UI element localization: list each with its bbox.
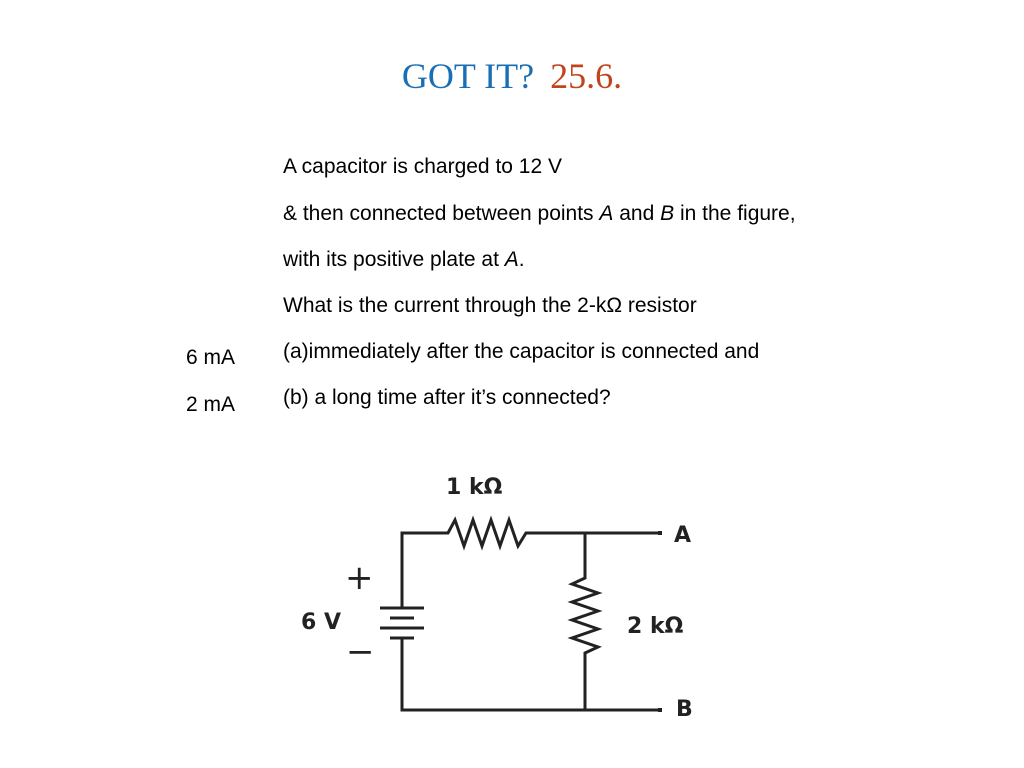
circuit-wires <box>400 515 660 712</box>
r1-label: 1 kΩ <box>446 475 503 500</box>
resistor-2k-icon <box>567 533 603 710</box>
question-text: . <box>518 248 525 271</box>
title-number: 25.6. <box>550 56 623 96</box>
point-a-label: A <box>504 248 519 271</box>
slide-title: GOT IT? 25.6. <box>0 52 1024 100</box>
question-part-a: (a)immediately after the capacitor is co… <box>283 340 760 363</box>
question-line-1: A capacitor is charged to 12 V <box>283 155 562 178</box>
battery-icon <box>380 606 424 640</box>
question-line-2: & then connected between points A and B … <box>283 200 796 228</box>
question-text: in the figure, <box>674 202 796 225</box>
battery-label: 6 V <box>301 610 341 635</box>
bottom-wire <box>400 638 660 712</box>
plus-sign: + <box>345 558 374 598</box>
terminal-markers <box>658 531 662 712</box>
terminal-b-end <box>658 708 662 712</box>
r2-label: 2 kΩ <box>627 614 684 639</box>
answer-a: 6 mA <box>186 346 236 369</box>
circuit-diagram: 1 kΩ 2 kΩ 6 V + − A B <box>301 475 693 722</box>
terminal-a-label: A <box>674 523 691 548</box>
point-b-label: B <box>660 202 675 225</box>
resistor-1k-icon <box>400 515 660 590</box>
question-part-b: (b) a long time after it’s connected? <box>283 386 611 409</box>
question-text: with its positive plate at <box>283 248 505 271</box>
answer-b: 2 mA <box>186 393 236 416</box>
title-text: GOT IT? <box>401 56 535 96</box>
point-a-label: A <box>599 202 614 225</box>
terminal-b-label: B <box>676 697 693 722</box>
question-line-4: What is the current through the 2-kΩ res… <box>283 294 697 317</box>
minus-sign: − <box>346 632 375 672</box>
question-text: and <box>613 202 661 225</box>
question-text: & then connected between points <box>283 202 600 225</box>
terminal-a-end <box>658 531 662 535</box>
question-line-3: with its positive plate at A. <box>283 246 525 274</box>
